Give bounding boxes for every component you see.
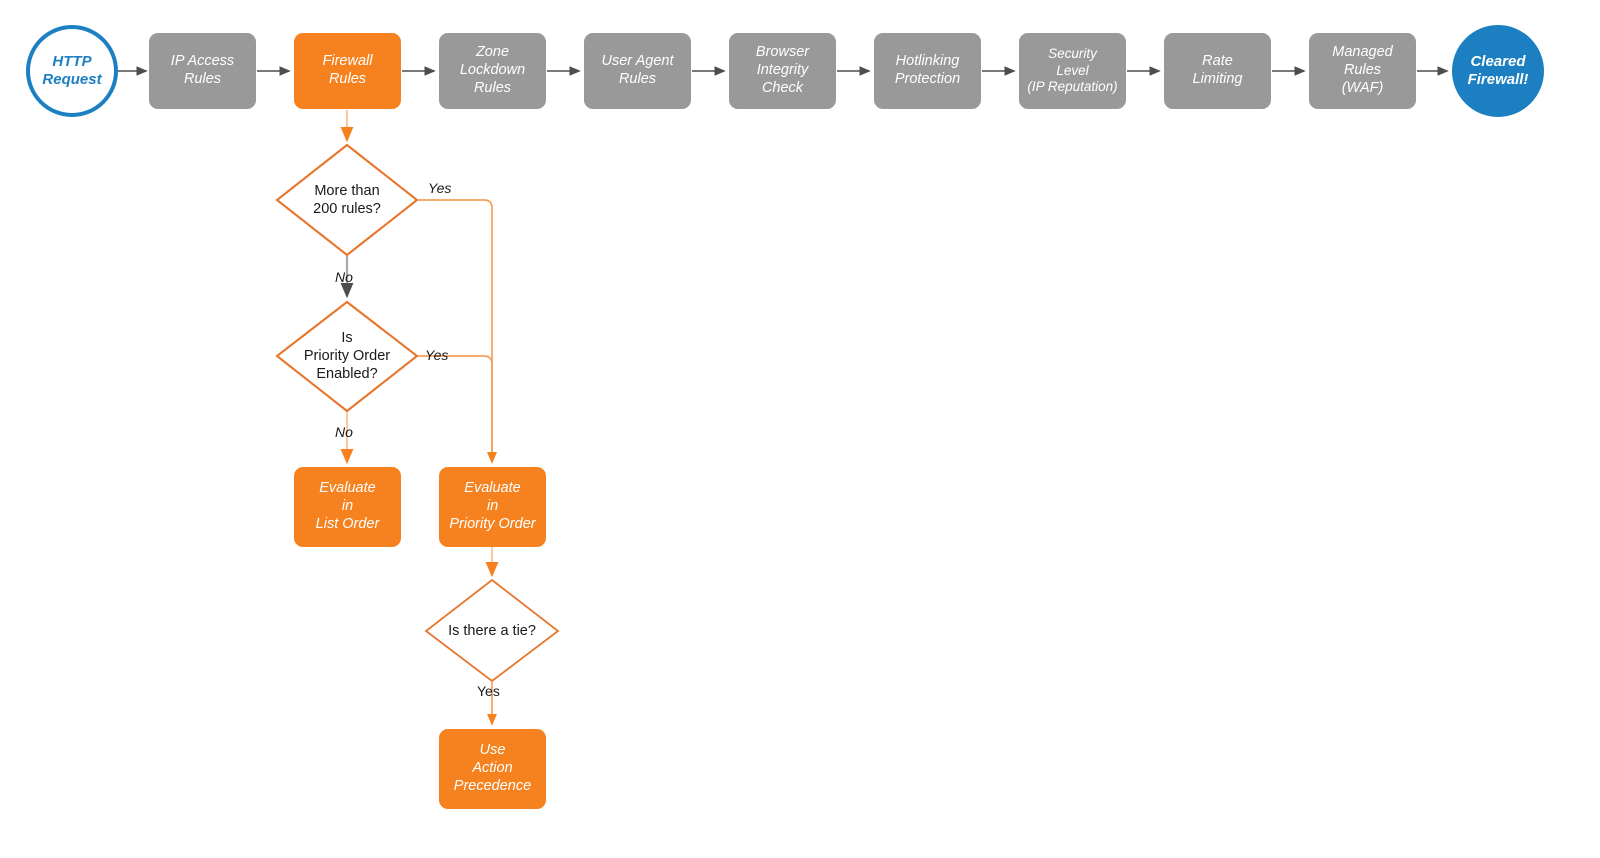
process-node-label: IP Access Rules: [170, 53, 235, 87]
start-node-label: HTTP Request: [42, 52, 102, 88]
outcome-node-label: Evaluate in List Order: [315, 480, 380, 532]
outcome-node-label: Use Action Precedence: [453, 742, 532, 794]
start-node-http-request[interactable]: HTTP Request: [26, 25, 118, 117]
edge-label-yes-is-there-a-tie: Yes: [477, 683, 500, 699]
end-node-cleared-firewall[interactable]: Cleared Firewall!: [1452, 25, 1544, 117]
edge-label-no-priority-order: No: [335, 424, 353, 440]
process-node-label: Browser Integrity Check: [755, 44, 810, 96]
outcome-node-evaluate-priority-order[interactable]: Evaluate in Priority Order: [439, 467, 546, 547]
outcome-node-use-action-precedence[interactable]: Use Action Precedence: [439, 729, 546, 809]
edge-decision200-yes: [418, 199, 497, 464]
process-node-label: Rate Limiting: [1192, 53, 1243, 87]
process-node-security-level[interactable]: Security Level (IP Reputation): [1019, 33, 1126, 109]
process-node-zone-lockdown-rules[interactable]: Zone Lockdown Rules: [439, 33, 546, 109]
edge-label-yes-priority-order: Yes: [425, 347, 449, 363]
edge-priority-yes: [418, 355, 497, 464]
process-node-label: Managed Rules (WAF): [1332, 44, 1393, 96]
process-node-label: Hotlinking Protection: [894, 53, 961, 87]
decision-priority-order-enabled-shape: [275, 300, 419, 413]
process-node-label: Security Level (IP Reputation): [1027, 46, 1118, 95]
process-node-rate-limiting[interactable]: Rate Limiting: [1164, 33, 1271, 109]
decision-is-there-a-tie-shape: [424, 578, 560, 683]
branch-connectors: [340, 110, 499, 726]
process-node-ip-access-rules[interactable]: IP Access Rules: [149, 33, 256, 109]
outcome-node-label: Evaluate in Priority Order: [449, 480, 536, 532]
edge-label-no-more-than-200: No: [335, 269, 353, 285]
process-node-browser-integrity-check[interactable]: Browser Integrity Check: [729, 33, 836, 109]
process-node-label: Firewall Rules: [322, 53, 373, 87]
outcome-node-evaluate-list-order[interactable]: Evaluate in List Order: [294, 467, 401, 547]
process-node-label: User Agent Rules: [601, 53, 674, 87]
end-node-label: Cleared Firewall!: [1467, 52, 1529, 88]
edge-label-yes-more-than-200: Yes: [428, 180, 452, 196]
decision-more-than-200-rules-shape: [275, 143, 419, 257]
process-node-user-agent-rules[interactable]: User Agent Rules: [584, 33, 691, 109]
process-node-managed-rules-waf[interactable]: Managed Rules (WAF): [1309, 33, 1416, 109]
process-node-firewall-rules[interactable]: Firewall Rules: [294, 33, 401, 109]
process-node-label: Zone Lockdown Rules: [459, 44, 526, 96]
process-node-hotlinking-protection[interactable]: Hotlinking Protection: [874, 33, 981, 109]
